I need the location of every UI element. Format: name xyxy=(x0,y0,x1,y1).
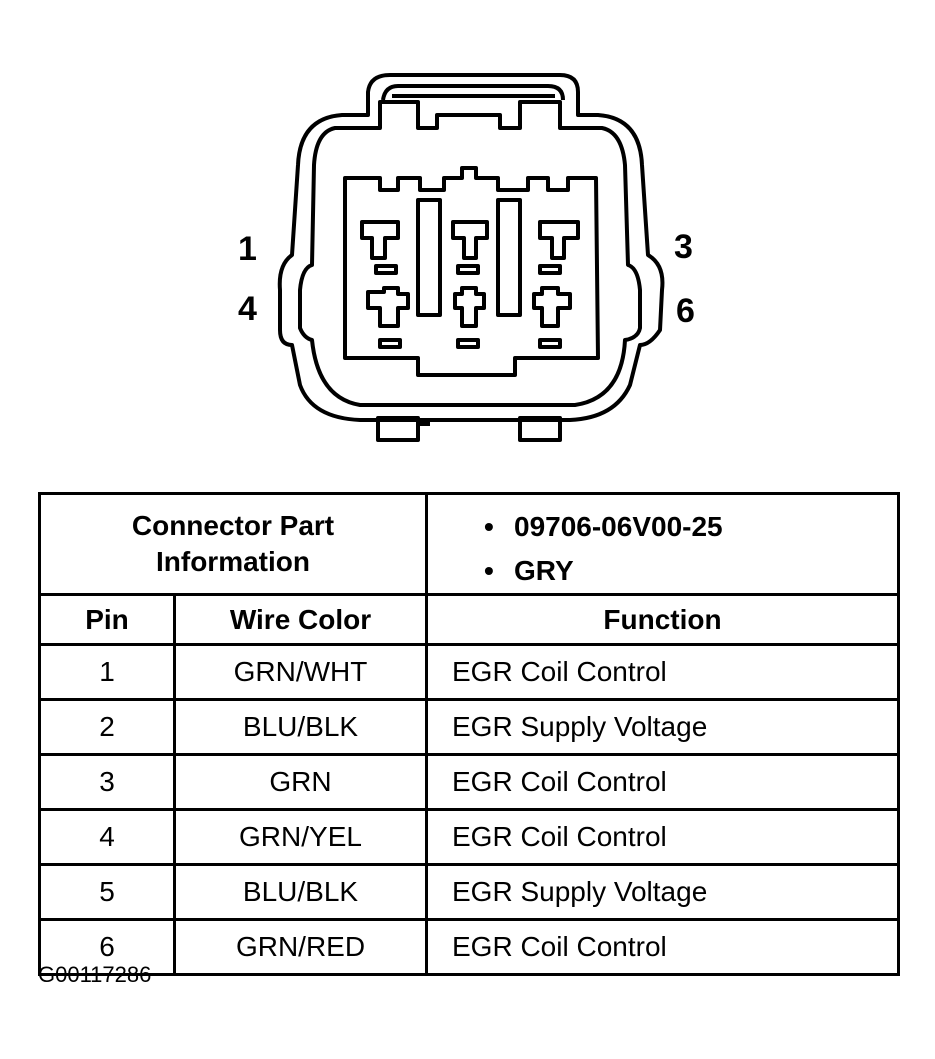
connector-inner-housing xyxy=(298,100,642,407)
cell-function: EGR Coil Control xyxy=(425,753,900,811)
part-info-title-line1: Connector Part xyxy=(131,510,335,541)
pinout-table: Connector Part Information •09706-06V00-… xyxy=(38,492,900,976)
terminal-pin-6 xyxy=(532,286,572,328)
part-info-values: •09706-06V00-25 •GRY xyxy=(425,492,900,596)
connector-face-diagram xyxy=(277,73,665,442)
part-info-row: Connector Part Information •09706-06V00-… xyxy=(38,492,900,596)
table-row: 4 GRN/YEL EGR Coil Control xyxy=(38,808,900,866)
connector-divider xyxy=(496,198,522,317)
cell-function: EGR Supply Voltage xyxy=(425,698,900,756)
cell-function: EGR Coil Control xyxy=(425,918,900,976)
part-number: •09706-06V00-25 xyxy=(484,511,723,542)
connector-divider xyxy=(416,198,442,317)
header-wire-color: Wire Color xyxy=(173,593,428,646)
table-row: 2 BLU/BLK EGR Supply Voltage xyxy=(38,698,900,756)
cell-pin: 6 xyxy=(38,918,176,976)
cell-wire-color: GRN/RED xyxy=(173,918,428,976)
pin-label-3: 3 xyxy=(674,228,693,266)
cell-pin: 3 xyxy=(38,753,176,811)
table-row: 3 GRN EGR Coil Control xyxy=(38,753,900,811)
terminal-pin-2 xyxy=(451,220,489,260)
cell-wire-color: BLU/BLK xyxy=(173,863,428,921)
figure-id: G00117286 xyxy=(38,962,152,987)
terminal-pin-3 xyxy=(538,220,580,260)
terminal-pin-5 xyxy=(453,286,486,328)
terminal-pin-1 xyxy=(360,220,400,260)
cell-wire-color: GRN/WHT xyxy=(173,643,428,701)
cell-pin: 1 xyxy=(38,643,176,701)
cell-function: EGR Supply Voltage xyxy=(425,863,900,921)
header-pin: Pin xyxy=(38,593,176,646)
cell-pin: 2 xyxy=(38,698,176,756)
pin-label-1: 1 xyxy=(238,230,257,268)
table-row: 5 BLU/BLK EGR Supply Voltage xyxy=(38,863,900,921)
connector-latch xyxy=(381,84,565,101)
cell-pin: 5 xyxy=(38,863,176,921)
table-row: 6 GRN/RED EGR Coil Control xyxy=(38,918,900,976)
pin-label-6: 6 xyxy=(676,292,695,330)
table-header-row: Pin Wire Color Function xyxy=(38,593,900,646)
header-function: Function xyxy=(425,593,900,646)
cell-function: EGR Coil Control xyxy=(425,808,900,866)
part-info-title: Connector Part Information xyxy=(38,492,428,596)
cell-wire-color: GRN xyxy=(173,753,428,811)
table-row: 1 GRN/WHT EGR Coil Control xyxy=(38,643,900,701)
cell-function: EGR Coil Control xyxy=(425,643,900,701)
pin-label-4: 4 xyxy=(238,290,257,328)
cell-pin: 4 xyxy=(38,808,176,866)
connector-outer-housing xyxy=(277,73,665,422)
cell-wire-color: GRN/YEL xyxy=(173,808,428,866)
terminal-pin-4 xyxy=(366,286,410,328)
connector-cavity-frame xyxy=(343,166,600,377)
connector-bottom-tab xyxy=(376,416,420,442)
part-info-title-line2: Information xyxy=(156,546,310,577)
cell-wire-color: BLU/BLK xyxy=(173,698,428,756)
connector-color: •GRY xyxy=(484,555,574,586)
connector-bottom-tab xyxy=(518,416,562,442)
